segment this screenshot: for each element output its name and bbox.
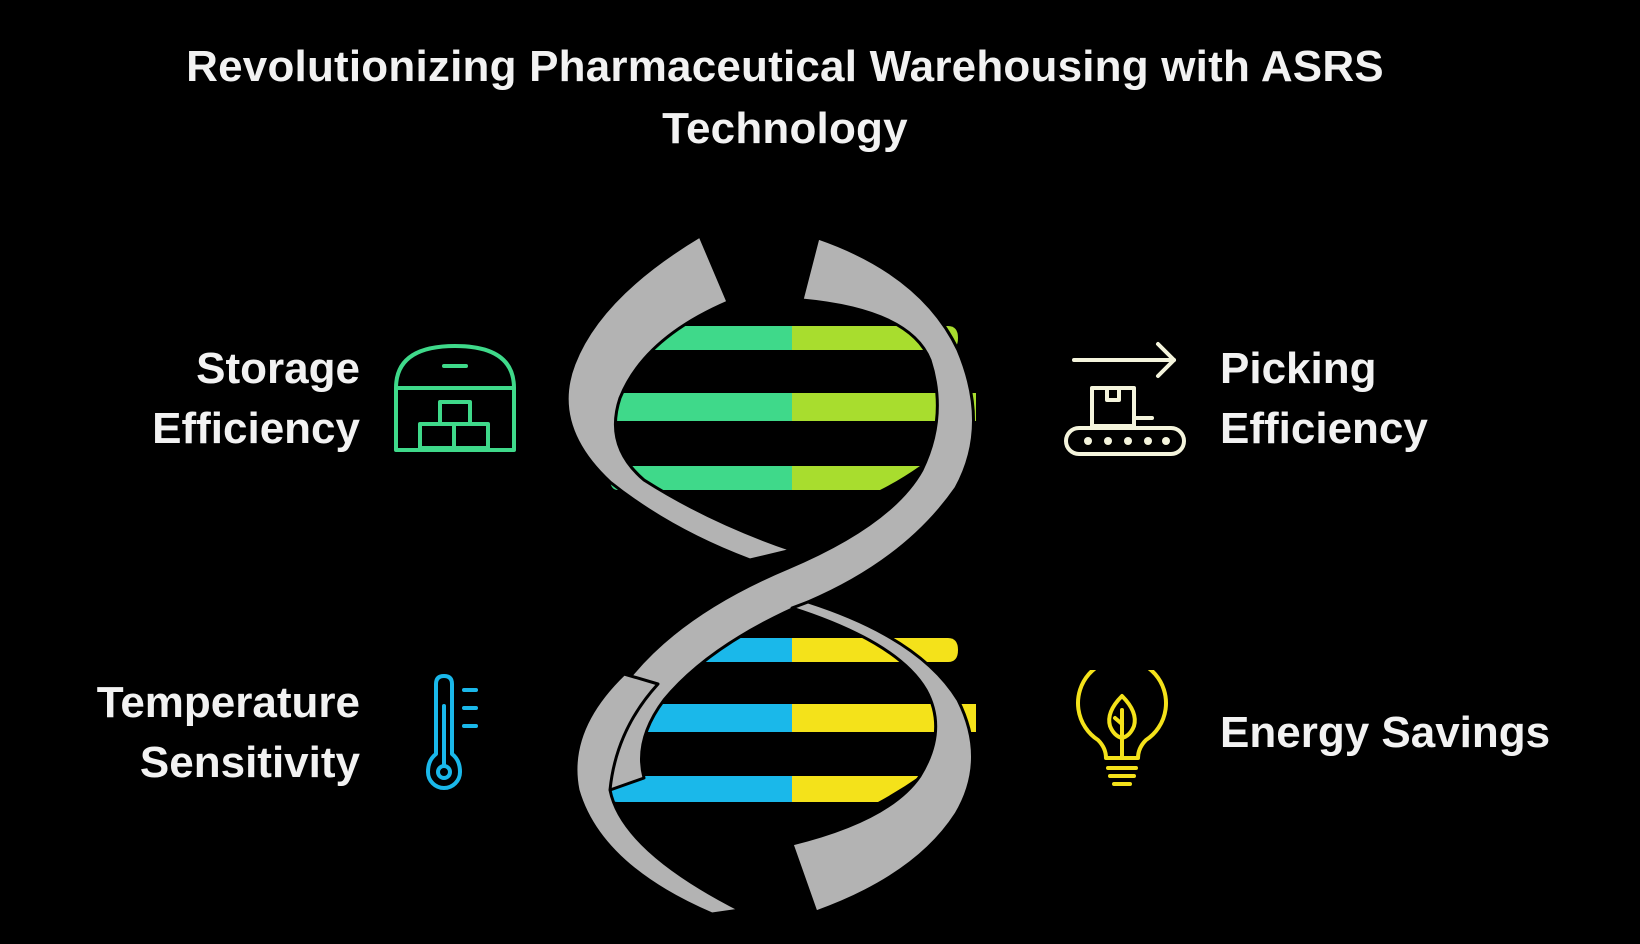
picking-label-line-1: Picking (1220, 344, 1377, 393)
temperature-sensitivity-label: Temperature Sensitivity (40, 673, 360, 793)
rung-6-right (792, 776, 920, 802)
dna-helix-diagram (565, 234, 976, 916)
conveyor-box-icon (1064, 342, 1186, 456)
thermometer-icon (426, 674, 478, 790)
temperature-label-line-2: Sensitivity (139, 738, 360, 787)
strand-top-right (600, 236, 975, 792)
top-rungs (598, 326, 976, 490)
picking-efficiency-label: Picking Efficiency (1220, 339, 1580, 459)
rung-3-left (610, 466, 792, 490)
temperature-label-line-1: Temperature (96, 678, 360, 727)
strand-bottom-left (574, 672, 742, 916)
strand-bottom-right (790, 600, 974, 914)
title-line-2: Technology (662, 104, 908, 153)
helix-strands (565, 234, 975, 916)
rung-2-left (598, 393, 792, 421)
rung-3-right (792, 466, 920, 490)
energy-label-line-1: Energy Savings (1220, 708, 1551, 757)
rung-6-left (608, 776, 792, 802)
storage-efficiency-label: Storage Efficiency (60, 339, 360, 459)
warehouse-icon (394, 344, 516, 452)
storage-label-line-1: Storage (196, 344, 360, 393)
picking-label-line-2: Efficiency (1220, 404, 1428, 453)
lightbulb-leaf-icon (1076, 670, 1168, 786)
rung-1-left (652, 326, 792, 350)
storage-label-line-2: Efficiency (152, 404, 360, 453)
page-title: Revolutionizing Pharmaceutical Warehousi… (0, 36, 1570, 160)
strand-top-left (565, 234, 794, 562)
energy-savings-label: Energy Savings (1220, 703, 1620, 763)
title-line-1: Revolutionizing Pharmaceutical Warehousi… (186, 42, 1384, 91)
